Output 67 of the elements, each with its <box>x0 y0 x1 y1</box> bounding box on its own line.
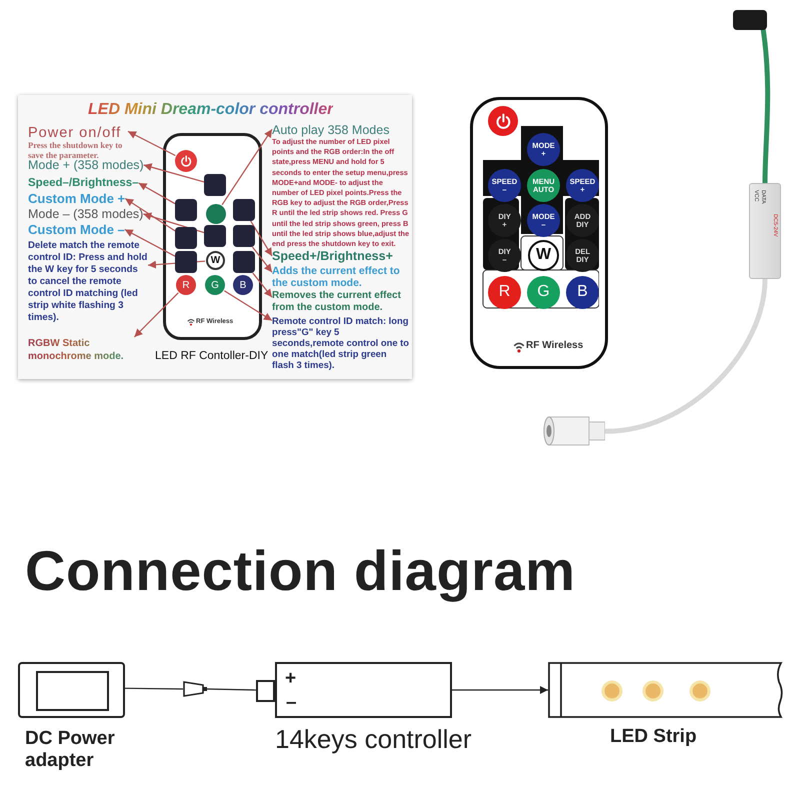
plus-sign: + <box>285 668 296 690</box>
callout-text: Custom Mode + <box>28 191 126 206</box>
remote-key <box>233 225 255 247</box>
remote-key: R <box>176 275 196 295</box>
diagram-title: Connection diagram <box>25 538 576 603</box>
remote-button: W <box>528 240 559 271</box>
remote-key: G <box>205 275 225 295</box>
remote-button: R <box>488 276 521 309</box>
remote-key: W <box>206 251 225 270</box>
callout-note: Press the shutdown key to save the parameter. <box>28 141 124 160</box>
remote-key <box>175 251 197 273</box>
leader-arrow <box>143 212 204 234</box>
remote-key: B <box>233 275 253 295</box>
callout-text: Speed–/Brightness– <box>28 177 139 189</box>
device-label: 14keys controller <box>275 724 473 755</box>
leader-arrow <box>124 198 176 232</box>
minus-sign: – <box>286 692 297 714</box>
leader-arrow <box>222 128 272 206</box>
remote-key <box>204 225 226 247</box>
power-key <box>175 150 197 172</box>
leader-arrow <box>250 220 273 256</box>
controller-module <box>749 183 781 279</box>
leader-arrow <box>148 260 206 269</box>
remote-key <box>233 199 255 221</box>
leader-arrow <box>144 163 204 182</box>
power-adapter <box>18 662 125 718</box>
leader-arrow <box>124 228 176 257</box>
arrow <box>452 686 548 694</box>
callout-text: Mode – (358 modes) <box>28 207 144 221</box>
cable <box>125 688 183 690</box>
connector-plug <box>733 10 767 30</box>
plug-drawing <box>183 681 207 697</box>
leader-arrow <box>138 182 176 204</box>
leader-arrow <box>224 290 272 321</box>
remote-button: B <box>566 276 599 309</box>
remote-key <box>175 199 197 221</box>
device-label: DC Power adapter <box>25 728 116 772</box>
remote-key <box>175 227 197 249</box>
card-footer: LED RF Contoller-DIY <box>155 350 268 362</box>
callout-text: Removes the current effect from the custom mode. <box>272 290 411 314</box>
instruction-card <box>18 95 412 379</box>
callout-heading: Auto play 358 Modes <box>272 123 390 137</box>
remote-key <box>204 174 226 196</box>
dc-socket <box>543 414 605 448</box>
callout-heading: Power on/off <box>28 125 122 141</box>
callout-text: Adds the current effect to the custom mode. <box>272 265 411 289</box>
device-label: LED Strip <box>610 726 698 748</box>
callout-text: Remote control ID match: long press"G" key 5 seconds,remote control one to one match(led strip green flash 3 times). <box>272 315 411 370</box>
remote-key <box>206 204 226 224</box>
leader-arrow <box>252 272 272 298</box>
wire <box>760 28 770 186</box>
remote-key <box>233 251 255 273</box>
cable <box>602 276 768 434</box>
led-strip <box>548 662 785 718</box>
leader-arrow <box>128 130 176 156</box>
callout-text: Custom Mode – <box>28 222 125 237</box>
leader-arrow <box>134 292 179 338</box>
leader-arrow <box>252 246 272 273</box>
controller-box <box>256 662 452 718</box>
wireless-label: RF Wireless <box>526 340 584 351</box>
callout-text: Delete match the remote control ID: Press and hold the W key for 5 seconds to cancel the remote control ID matching (led strip white flashing 3 times). <box>28 240 148 324</box>
callout-text: Speed+/Brightness+ <box>272 249 393 263</box>
remote-body <box>470 97 608 369</box>
remote-button: G <box>527 276 560 309</box>
remote-outline <box>163 133 262 340</box>
cable <box>206 688 256 691</box>
power-button <box>488 106 518 136</box>
